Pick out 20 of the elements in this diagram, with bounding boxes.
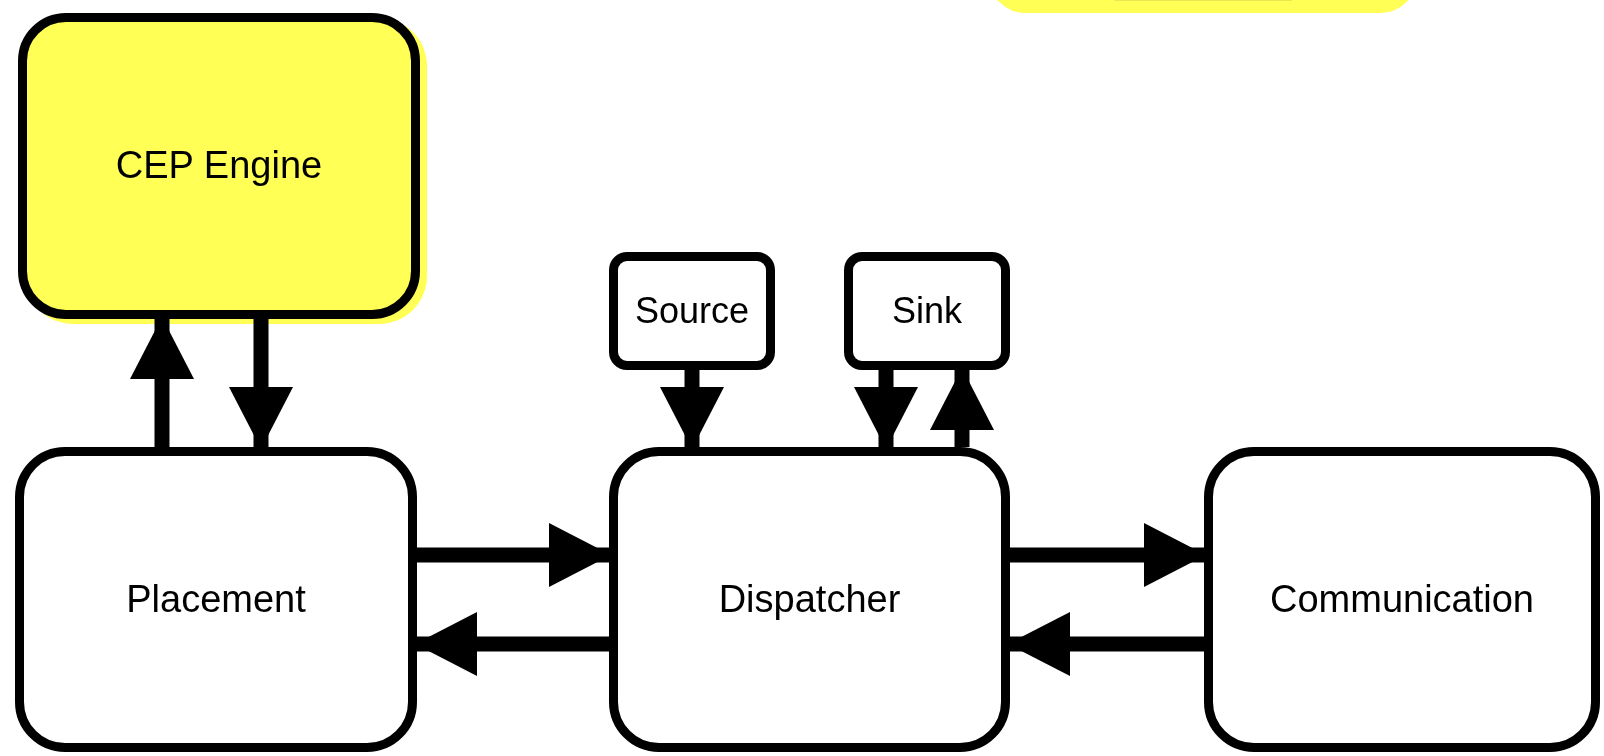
arrow <box>415 612 609 676</box>
node-label: Sink <box>892 290 962 332</box>
arrow <box>1008 612 1204 676</box>
node-label: Dispatcher <box>718 578 901 621</box>
arrow <box>1010 523 1206 587</box>
arrow <box>930 368 994 447</box>
node-label: Placement <box>126 578 306 621</box>
process-box <box>15 447 417 752</box>
arrow <box>854 370 918 449</box>
arrow <box>417 523 611 587</box>
arrow <box>229 319 293 449</box>
process-box <box>844 252 1010 370</box>
arrow <box>660 370 724 449</box>
process-box <box>609 447 1010 752</box>
node-label: Communication <box>1270 578 1534 621</box>
node-label: Source <box>634 290 750 332</box>
process-box <box>609 252 775 370</box>
process-box <box>1204 447 1600 752</box>
node-label: CEP Engine <box>115 143 323 187</box>
arrow <box>130 317 194 447</box>
